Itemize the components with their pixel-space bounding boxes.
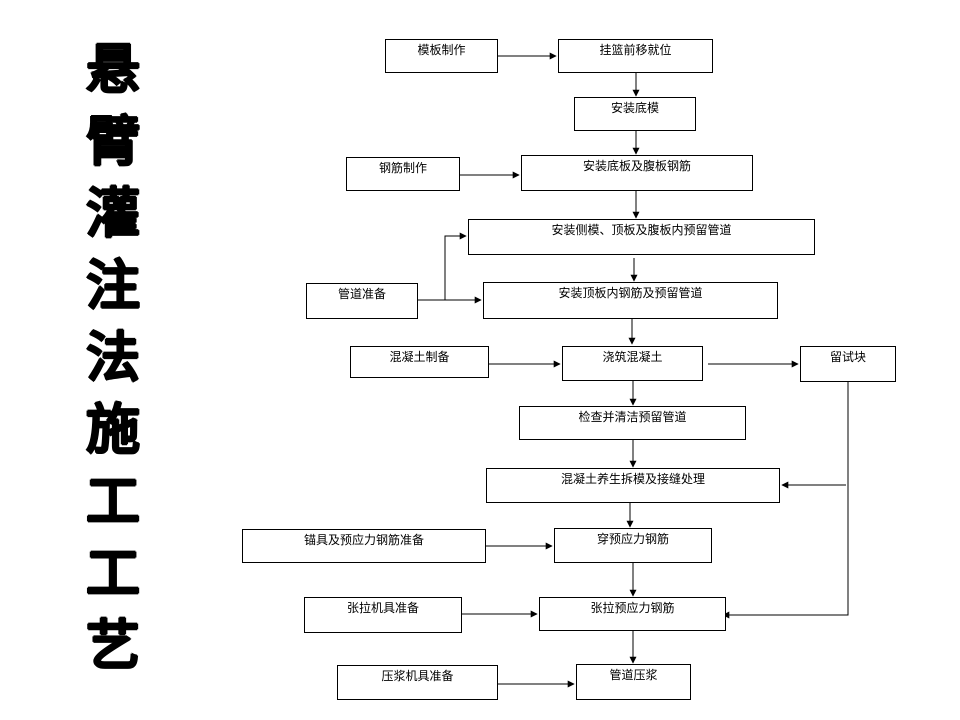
node-jack-prep: 张拉机具准备 bbox=[304, 597, 462, 633]
node-test-block: 留试块 bbox=[800, 346, 896, 382]
node-grout-prep: 压浆机具准备 bbox=[337, 665, 498, 700]
title-char: 法 bbox=[86, 326, 140, 389]
title-char: 工 bbox=[86, 470, 140, 533]
node-top-rebar: 安装顶板内钢筋及预留管道 bbox=[483, 282, 778, 319]
title-char: 艺 bbox=[86, 614, 140, 677]
node-concrete-prep: 混凝土制备 bbox=[350, 346, 489, 378]
node-bottom-form: 安装底模 bbox=[574, 97, 696, 131]
node-anchor-prep: 锚具及预应力钢筋准备 bbox=[242, 529, 486, 563]
node-duct-grout: 管道压浆 bbox=[576, 664, 691, 700]
title-char: 施 bbox=[86, 398, 140, 461]
title-char: 臂 bbox=[86, 110, 140, 173]
title-char: 灌 bbox=[86, 182, 140, 245]
node-tension: 张拉预应力钢筋 bbox=[539, 597, 726, 631]
title-char: 注 bbox=[86, 254, 140, 317]
node-pour-concrete: 浇筑混凝土 bbox=[562, 346, 703, 381]
node-bottom-web-rebar: 安装底板及腹板钢筋 bbox=[521, 155, 753, 191]
node-duct-prep: 管道准备 bbox=[306, 283, 418, 319]
node-check-ducts: 检查并清洁预留管道 bbox=[519, 406, 746, 440]
title-char: 悬 bbox=[86, 38, 140, 101]
node-rebar-make: 钢筋制作 bbox=[346, 157, 460, 191]
arrow-duct-prep-to-side-form bbox=[444, 232, 467, 300]
node-basket-move: 挂篮前移就位 bbox=[558, 39, 713, 73]
title-char: 工 bbox=[86, 542, 140, 605]
node-formwork-make: 模板制作 bbox=[385, 39, 498, 73]
node-cure-strip: 混凝土养生拆模及接缝处理 bbox=[486, 468, 780, 503]
node-side-top-form: 安装侧模、顶板及腹板内预留管道 bbox=[468, 219, 815, 255]
node-thread-tendon: 穿预应力钢筋 bbox=[554, 528, 712, 563]
page-title: 悬 臂 灌 注 法 施 工 工 艺 bbox=[78, 34, 148, 682]
arrow-test-block-to-tension bbox=[722, 382, 849, 619]
